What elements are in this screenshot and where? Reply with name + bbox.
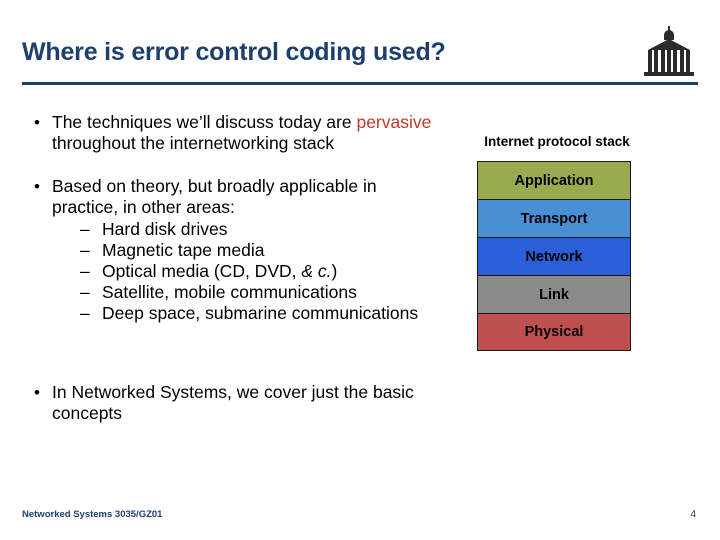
list-item-label: Satellite, mobile communications	[102, 282, 357, 302]
stack-layer-label: Application	[514, 172, 594, 189]
protocol-stack-diagram: Application Transport Network Link Physi…	[477, 161, 631, 351]
list-item: – Magnetic tape media	[80, 240, 440, 261]
diagram-caption: Internet protocol stack	[484, 134, 630, 149]
logo-columns	[648, 50, 690, 72]
logo-base	[644, 72, 694, 76]
list-item-label: Magnetic tape media	[102, 240, 265, 260]
sub-list: – Hard disk drives – Magnetic tape media…	[52, 219, 440, 324]
bullet-text: Based on theory, but broadly applicable …	[52, 176, 377, 217]
bullet-text-part: The techniques we’ll discuss today are	[52, 112, 357, 132]
list-item-label: Hard disk drives	[102, 219, 228, 239]
title-divider	[22, 82, 698, 85]
stack-layer-label: Link	[539, 286, 569, 303]
stack-layer-transport: Transport	[477, 199, 631, 237]
bullet-item: • The techniques we’ll discuss today are…	[20, 112, 440, 154]
list-item: – Optical media (CD, DVD, & c.)	[80, 261, 440, 282]
bullet-marker: •	[34, 177, 40, 196]
dash-marker: –	[80, 282, 90, 302]
dash-marker: –	[80, 303, 90, 323]
list-item-label-post: )	[331, 261, 338, 281]
stack-layer-physical: Physical	[477, 313, 631, 351]
footer-course-label: Networked Systems 3035/GZ01	[22, 509, 163, 520]
bullet-item: • In Networked Systems, we cover just th…	[20, 382, 440, 424]
stack-layer-label: Physical	[524, 324, 584, 340]
list-item-label-pre: Optical media (CD, DVD,	[102, 261, 302, 281]
stack-layer-link: Link	[477, 275, 631, 313]
bullet-text: The techniques we’ll discuss today are p…	[52, 112, 431, 153]
bullet-marker: •	[34, 383, 40, 402]
dash-marker: –	[80, 219, 90, 239]
bullet-text-highlight: pervasive	[356, 112, 432, 132]
slide-body: • The techniques we’ll discuss today are…	[20, 112, 440, 430]
logo-spire	[668, 26, 670, 32]
list-item: – Deep space, submarine communications	[80, 303, 440, 324]
list-item-label: Deep space, submarine communications	[102, 303, 419, 323]
logo-pediment	[648, 39, 690, 50]
dash-marker: –	[80, 261, 90, 281]
bullet-item: • Based on theory, but broadly applicabl…	[20, 176, 440, 324]
logo-dome	[664, 30, 674, 40]
spacer	[20, 160, 440, 176]
spacer	[20, 330, 440, 382]
list-item: – Hard disk drives	[80, 219, 440, 240]
stack-layer-application: Application	[477, 161, 631, 199]
ucl-portico-logo-icon	[640, 26, 698, 78]
list-item: – Satellite, mobile communications	[80, 282, 440, 303]
page-title: Where is error control coding used?	[22, 38, 446, 66]
bullet-text-part: throughout the internetworking stack	[52, 133, 335, 153]
stack-layer-label: Transport	[520, 210, 588, 227]
dash-marker: –	[80, 240, 90, 260]
stack-layer-network: Network	[477, 237, 631, 275]
page-number: 4	[690, 509, 696, 520]
list-item-label: Optical media (CD, DVD, & c.)	[102, 261, 337, 281]
stack-layer-label: Network	[525, 248, 583, 265]
bullet-text: In Networked Systems, we cover just the …	[52, 382, 414, 423]
bullet-marker: •	[34, 113, 40, 132]
list-item-label-italic: & c.	[301, 261, 332, 281]
